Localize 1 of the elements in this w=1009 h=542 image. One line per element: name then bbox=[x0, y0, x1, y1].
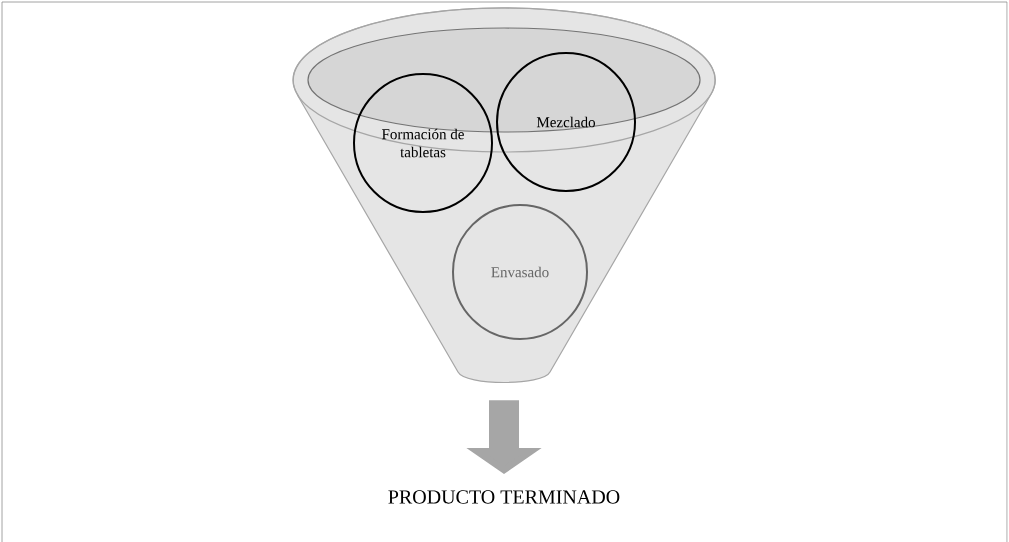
result-text: PRODUCTO TERMINADO bbox=[388, 490, 620, 504]
